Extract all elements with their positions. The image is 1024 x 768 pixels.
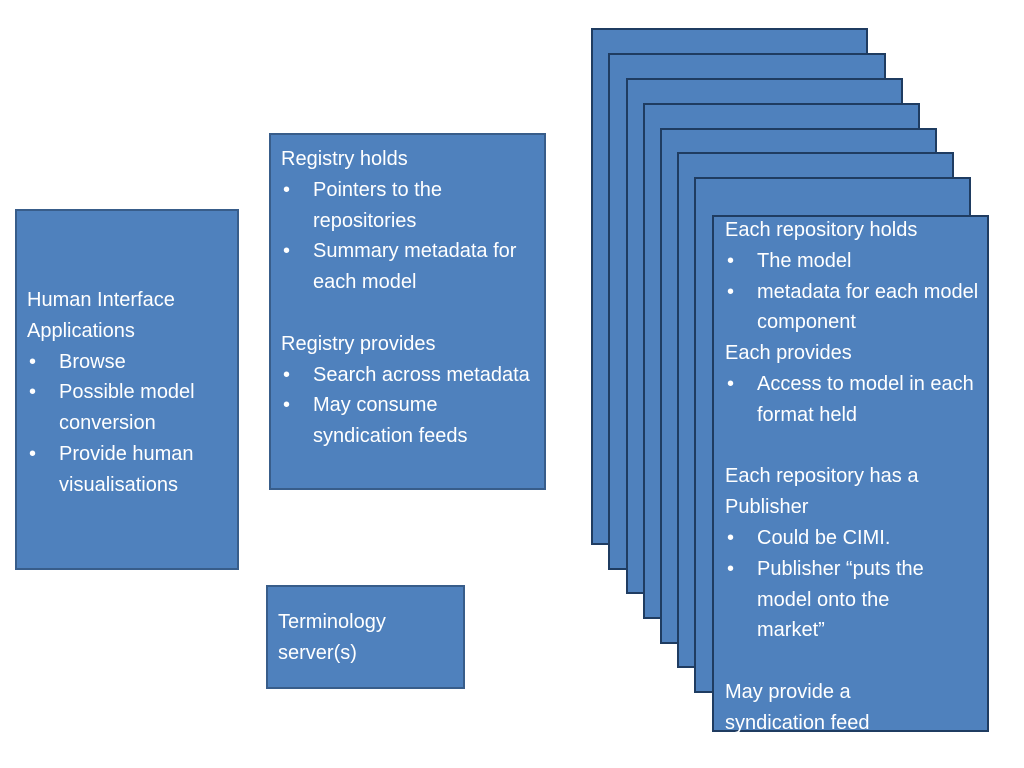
- repository-publisher-item-cimi: Could be CIMI.: [725, 523, 983, 554]
- repository-publisher-heading: Each repository has a Publisher: [725, 465, 919, 519]
- human-interface-item-browse: Browse: [27, 347, 223, 378]
- human-interface-list: Browse Possible model conversion Provide…: [27, 347, 223, 501]
- registry-spacer: [281, 298, 536, 329]
- repository-holds-item-model: The model: [725, 246, 983, 277]
- human-interface-item-conversion: Possible model conversion: [27, 377, 223, 439]
- registry-holds-heading: Registry holds: [281, 148, 408, 170]
- repository-provides-list: Access to model in each format held: [725, 369, 983, 431]
- repository-provides-item-access: Access to model in each format held: [725, 369, 983, 431]
- registry-provides-list: Search across metadata May consume syndi…: [281, 360, 536, 452]
- human-interface-box: Human Interface Applications Browse Poss…: [15, 209, 239, 570]
- registry-holds-list: Pointers to the repositories Summary met…: [281, 175, 536, 298]
- repository-publisher-list: Could be CIMI. Publisher “puts the model…: [725, 523, 983, 646]
- human-interface-heading-line1: Human Interface: [27, 289, 175, 311]
- repository-spacer-2: [725, 646, 983, 677]
- repository-spacer-1: [725, 431, 983, 462]
- repository-box: Each repository holds The model metadata…: [712, 215, 989, 734]
- repository-publisher-item-market: Publisher “puts the model onto the marke…: [725, 554, 957, 646]
- registry-provides-item-syndication: May consume syndication feeds: [281, 390, 536, 452]
- repository-syndication-text: May provide a syndication feed: [725, 680, 870, 734]
- repository-holds-item-metadata: metadata for each model component: [725, 277, 983, 339]
- repository-provides-heading: Each provides: [725, 342, 852, 365]
- registry-box: Registry holds Pointers to the repositor…: [269, 133, 546, 490]
- repository-holds-list: The model metadata for each model compon…: [725, 246, 983, 338]
- repository-holds-heading: Each repository holds: [725, 219, 918, 241]
- terminology-label: Terminology server(s): [278, 611, 386, 664]
- registry-provides-item-search: Search across metadata: [281, 360, 536, 391]
- human-interface-heading-line2: Applications: [27, 319, 135, 342]
- registry-holds-item-pointers: Pointers to the repositories: [281, 175, 536, 237]
- registry-holds-item-summary: Summary metadata for each model: [281, 236, 536, 298]
- registry-provides-heading: Registry provides: [281, 332, 436, 355]
- human-interface-item-visualisations: Provide human visualisations: [27, 439, 223, 501]
- terminology-box: Terminology server(s): [266, 585, 465, 689]
